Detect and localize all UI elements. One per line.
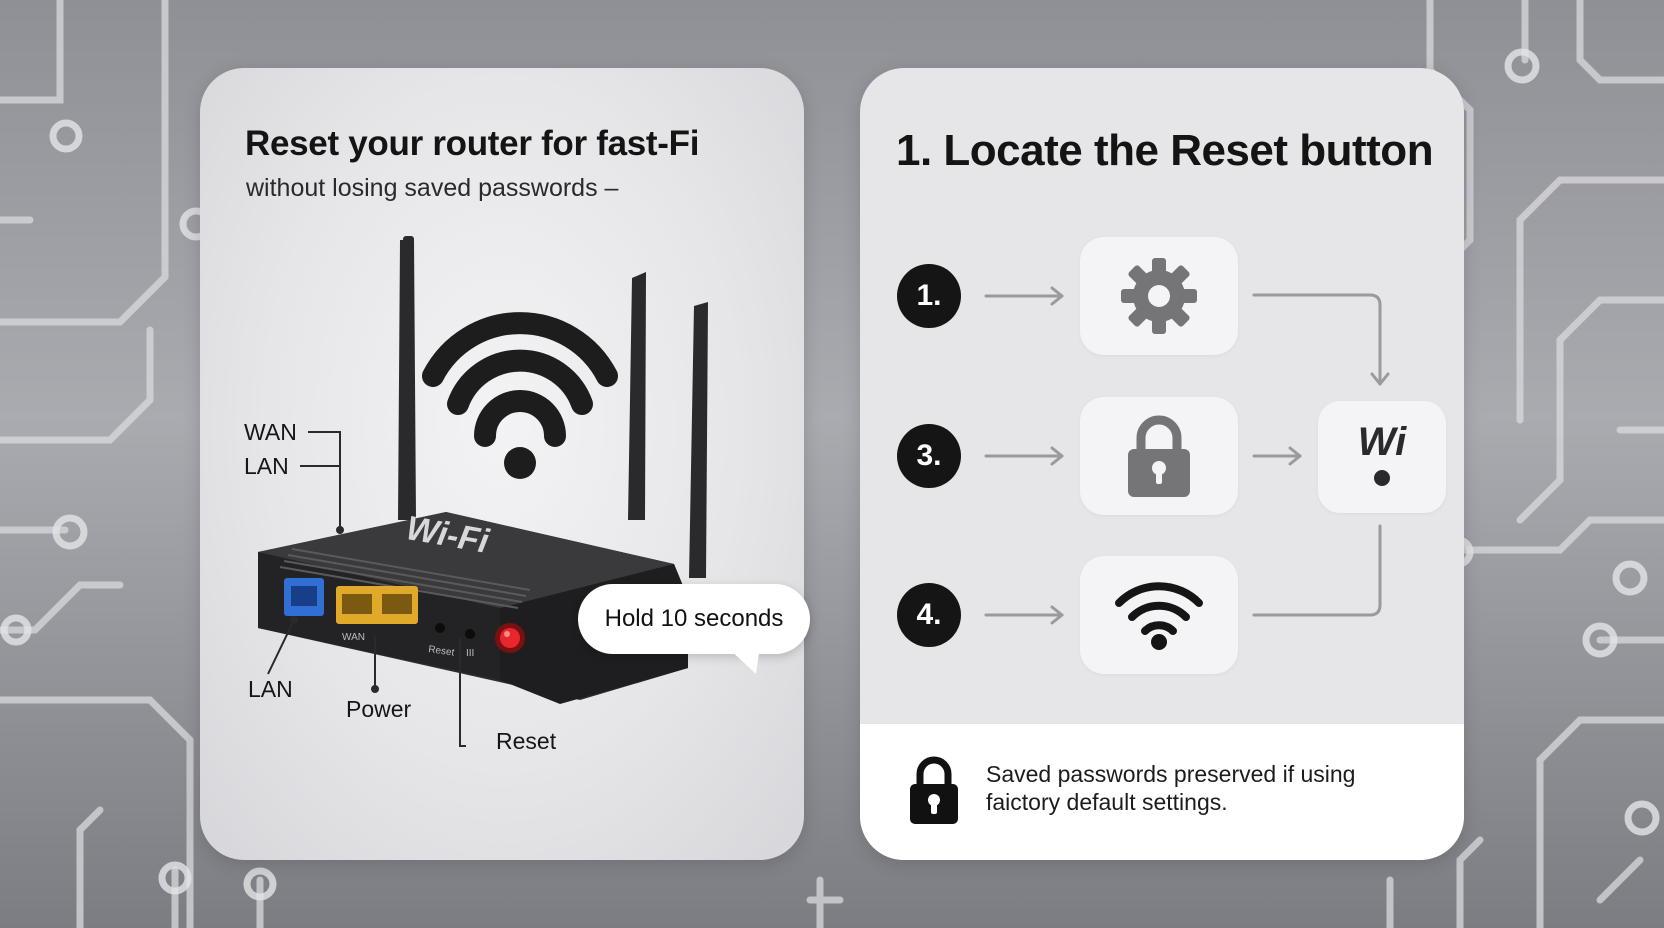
lock-icon	[1128, 415, 1190, 497]
footer-note: Saved passwords preserved if using faict…	[986, 761, 1356, 815]
wifi-logo-text: Wi	[1357, 420, 1407, 464]
wifi-result-tile[interactable]: Wi	[1318, 401, 1446, 513]
antennas	[398, 236, 708, 578]
footer-note-panel: Saved passwords preserved if using faict…	[860, 724, 1464, 860]
wan-label: WAN	[244, 419, 297, 445]
steps-title: 1. Locate the Reset button	[896, 126, 1434, 175]
step-badge-4: 4.	[897, 583, 961, 647]
flow-arrows	[984, 286, 1390, 625]
wifi-signal-icon	[422, 312, 618, 479]
card-subtitle: without losing saved passwords –	[246, 174, 619, 202]
power-label: Power	[346, 696, 412, 722]
gear-icon	[1121, 258, 1197, 334]
wifi-logo-dot	[1374, 470, 1390, 486]
reset-label: Reset	[496, 728, 557, 754]
gear-tile[interactable]	[1080, 237, 1238, 355]
router-overview-card: Reset your router for fast-Fi without lo…	[200, 68, 804, 860]
lan-label-top: LAN	[244, 453, 289, 479]
step-badge-3: 3.	[897, 424, 961, 488]
lock-tile[interactable]	[1080, 397, 1238, 515]
svg-text:Reset: Reset	[428, 644, 456, 659]
card-title: Reset your router for fast-Fi	[245, 124, 700, 163]
lan-label-bottom: LAN	[248, 676, 293, 702]
step-badge-1: 1.	[897, 264, 961, 328]
wifi-icon	[1115, 582, 1203, 650]
svg-text:III: III	[466, 648, 474, 659]
callout-tail	[726, 646, 760, 674]
hold-callout: Hold 10 seconds	[578, 584, 810, 654]
power-led	[500, 628, 520, 648]
svg-text:WAN: WAN	[342, 632, 365, 643]
reset-hole	[435, 623, 445, 633]
reset-steps-card: 1. Locate the Reset button 1. 3. 4.	[860, 68, 1464, 860]
wifi-tile[interactable]	[1080, 556, 1238, 674]
lock-icon	[910, 756, 958, 824]
